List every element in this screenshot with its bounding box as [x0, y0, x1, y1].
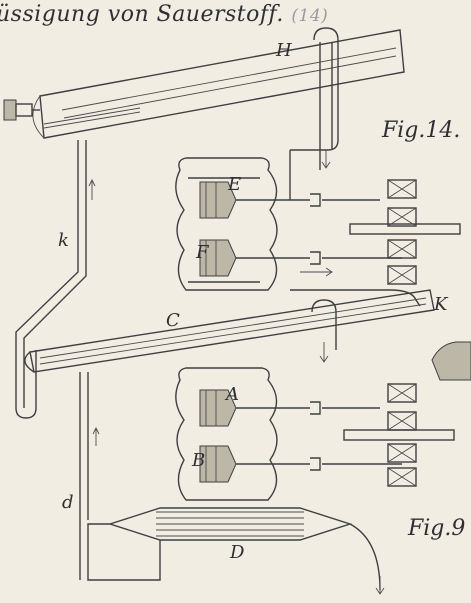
pump-group-upper	[175, 150, 310, 291]
label-h: H	[276, 40, 292, 61]
label-d-upper: D	[230, 542, 245, 563]
exchanger-d	[87, 507, 385, 595]
label-k-upper: K	[434, 294, 448, 315]
label-e: E	[228, 174, 242, 195]
label-k-lower: k	[58, 230, 69, 251]
valve-bank-upper	[300, 179, 461, 285]
figure-label-bottom: Fig.9	[408, 516, 466, 541]
pump-group-lower	[175, 367, 310, 501]
label-d-lower: d	[62, 492, 74, 513]
page-title: üssigung von Sauerstoff. (14)	[0, 2, 328, 27]
inlet-nozzle	[3, 99, 40, 121]
figure-label-top: Fig.14.	[382, 118, 461, 143]
vessel-h	[32, 29, 405, 139]
label-b: B	[192, 450, 206, 471]
label-a: A	[226, 384, 239, 405]
label-f: F	[196, 242, 209, 263]
title-number: (14)	[291, 6, 329, 26]
valve-bank-lower	[310, 383, 455, 487]
pipe-k	[15, 140, 96, 419]
vessel-c	[24, 289, 435, 373]
label-c: C	[166, 310, 180, 331]
title-text: üssigung von Sauerstoff.	[0, 2, 284, 27]
